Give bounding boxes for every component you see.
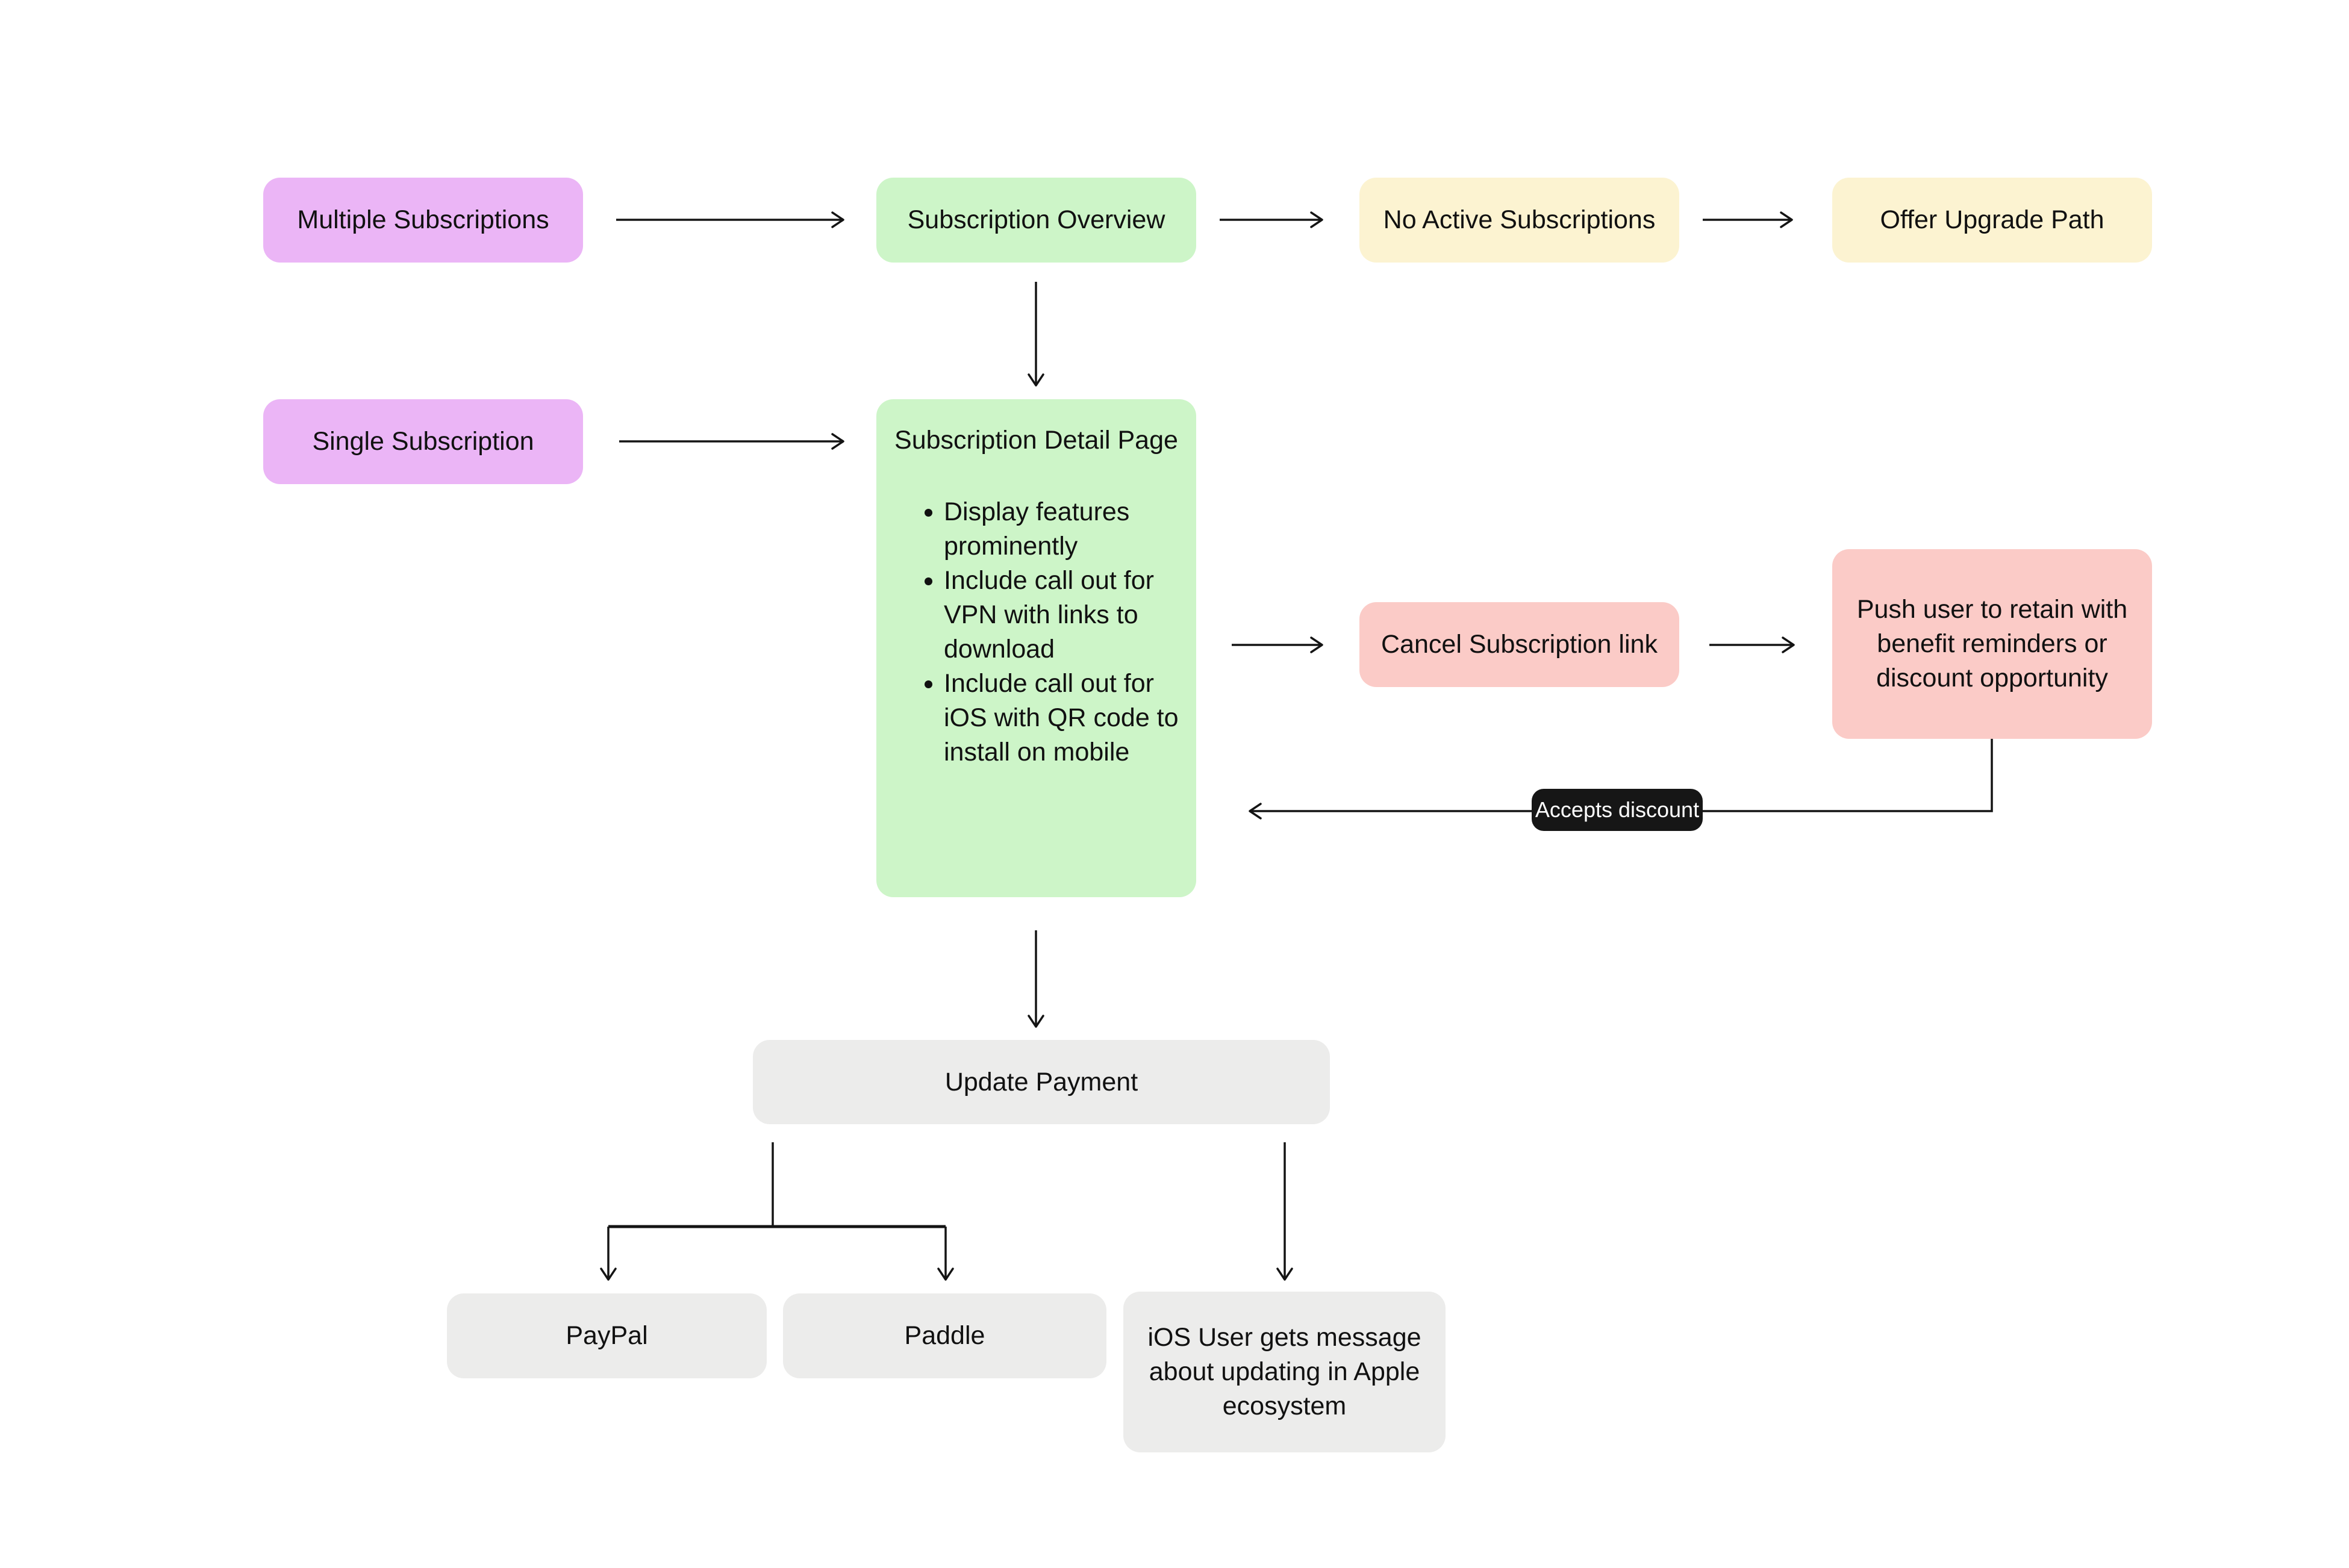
- node-update-payment[interactable]: Update Payment: [753, 1040, 1330, 1124]
- node-label: Multiple Subscriptions: [297, 205, 549, 234]
- node-cancel-subscription-link[interactable]: Cancel Subscription link: [1359, 602, 1679, 687]
- node-paddle[interactable]: Paddle: [783, 1293, 1106, 1378]
- node-title: Subscription Detail Page: [894, 426, 1178, 455]
- node-label: Paddle: [904, 1321, 985, 1350]
- node-multiple-subscriptions[interactable]: Multiple Subscriptions: [263, 178, 583, 263]
- node-subscription-detail-page[interactable]: Subscription Detail Page Display feature…: [876, 399, 1196, 897]
- node-no-active-subscriptions[interactable]: No Active Subscriptions: [1359, 178, 1679, 263]
- detail-bullet-list: Display features prominently Include cal…: [876, 495, 1196, 770]
- node-label: Update Payment: [944, 1067, 1138, 1097]
- node-label: No Active Subscriptions: [1383, 205, 1656, 234]
- node-offer-upgrade-path[interactable]: Offer Upgrade Path: [1832, 178, 2152, 263]
- node-paypal[interactable]: PayPal: [447, 1293, 767, 1378]
- node-subscription-overview[interactable]: Subscription Overview: [876, 178, 1196, 263]
- node-label: iOS User gets message about updating in …: [1147, 1323, 1421, 1420]
- node-ios-user-message[interactable]: iOS User gets message about updating in …: [1123, 1292, 1446, 1452]
- node-label: PayPal: [566, 1321, 648, 1350]
- node-label: Push user to retain with benefit reminde…: [1856, 595, 2128, 692]
- node-label: Offer Upgrade Path: [1880, 205, 2104, 234]
- node-push-user-to-retain[interactable]: Push user to retain with benefit reminde…: [1832, 549, 2152, 739]
- bullet-item: Display features prominently: [944, 495, 1179, 564]
- bullet-item: Include call out for iOS with QR code to…: [944, 667, 1179, 770]
- node-label: Single Subscription: [312, 427, 534, 456]
- bullet-item: Include call out for VPN with links to d…: [944, 564, 1179, 667]
- node-label: Cancel Subscription link: [1381, 630, 1658, 659]
- edge-push-accepts-discount-return: [1249, 739, 1993, 820]
- node-label: Subscription Overview: [907, 205, 1165, 234]
- node-single-subscription[interactable]: Single Subscription: [263, 399, 583, 484]
- edge-label-accepts-discount[interactable]: Accepts discount: [1532, 789, 1703, 831]
